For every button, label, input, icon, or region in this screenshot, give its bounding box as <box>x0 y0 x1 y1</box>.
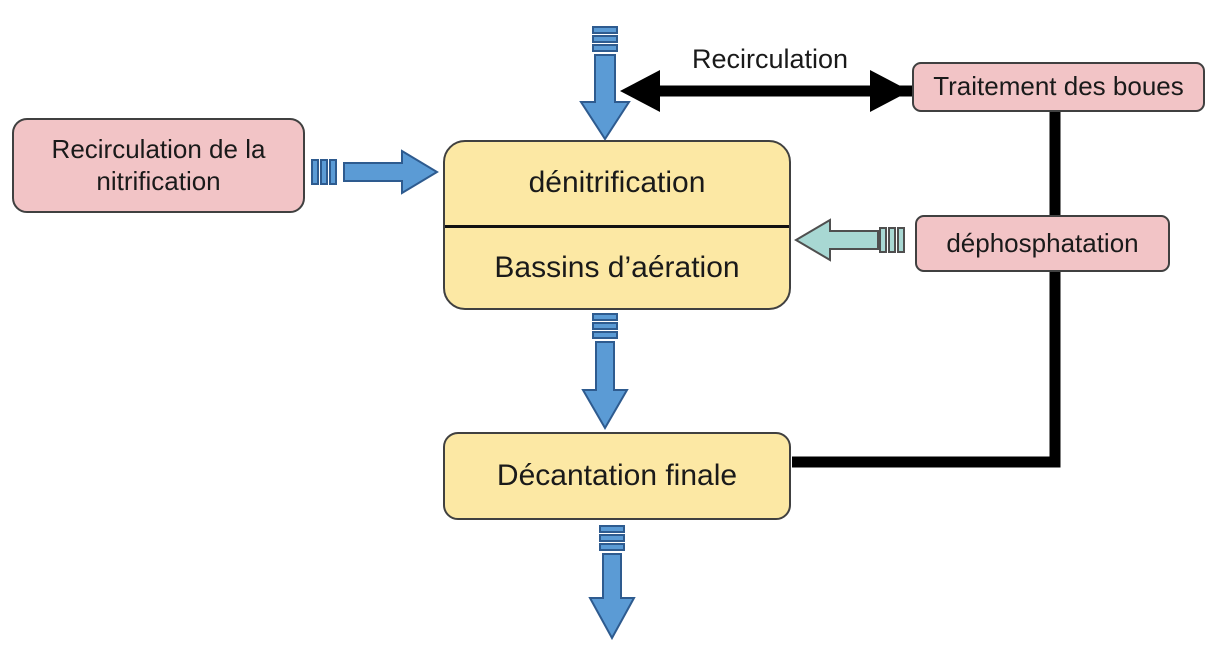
box-decantation-finale-label: Décantation finale <box>496 458 738 492</box>
box-denitrification: dénitrification <box>445 142 789 228</box>
influent-down-arrow-icon <box>579 26 631 141</box>
box-dephosphatation-label: déphosphatation <box>946 227 1139 258</box>
box-traitement-des-boues: Traitement des boues <box>912 62 1205 112</box>
recirculation-left-arrowhead-icon <box>620 70 660 112</box>
box-recirculation-nitrification: Recirculation de la nitrification <box>12 118 305 213</box>
dephosphatation-arrow-icon <box>794 218 905 262</box>
bassins-to-decantation-arrow-icon <box>581 313 629 430</box>
recirculation-label: Recirculation <box>691 44 849 74</box>
sludge-recirculation-line <box>640 85 1061 468</box>
box-recirculation-nitrification-label: Recirculation de la nitrification <box>51 133 266 196</box>
box-bassins-daeration: Bassins d’aération <box>494 250 740 284</box>
nitrification-recirculation-arrow-icon <box>311 149 439 195</box>
box-dephosphatation: déphosphatation <box>915 215 1170 272</box>
box-traitement-des-boues-label: Traitement des boues <box>933 71 1184 102</box>
box-bassins-daeration-group: dénitrification Bassins d’aération <box>443 140 791 310</box>
box-decantation-finale: Décantation finale <box>443 432 791 520</box>
effluent-down-arrow-icon <box>588 525 636 641</box>
traitement-boues-arrowhead-icon <box>870 70 910 112</box>
